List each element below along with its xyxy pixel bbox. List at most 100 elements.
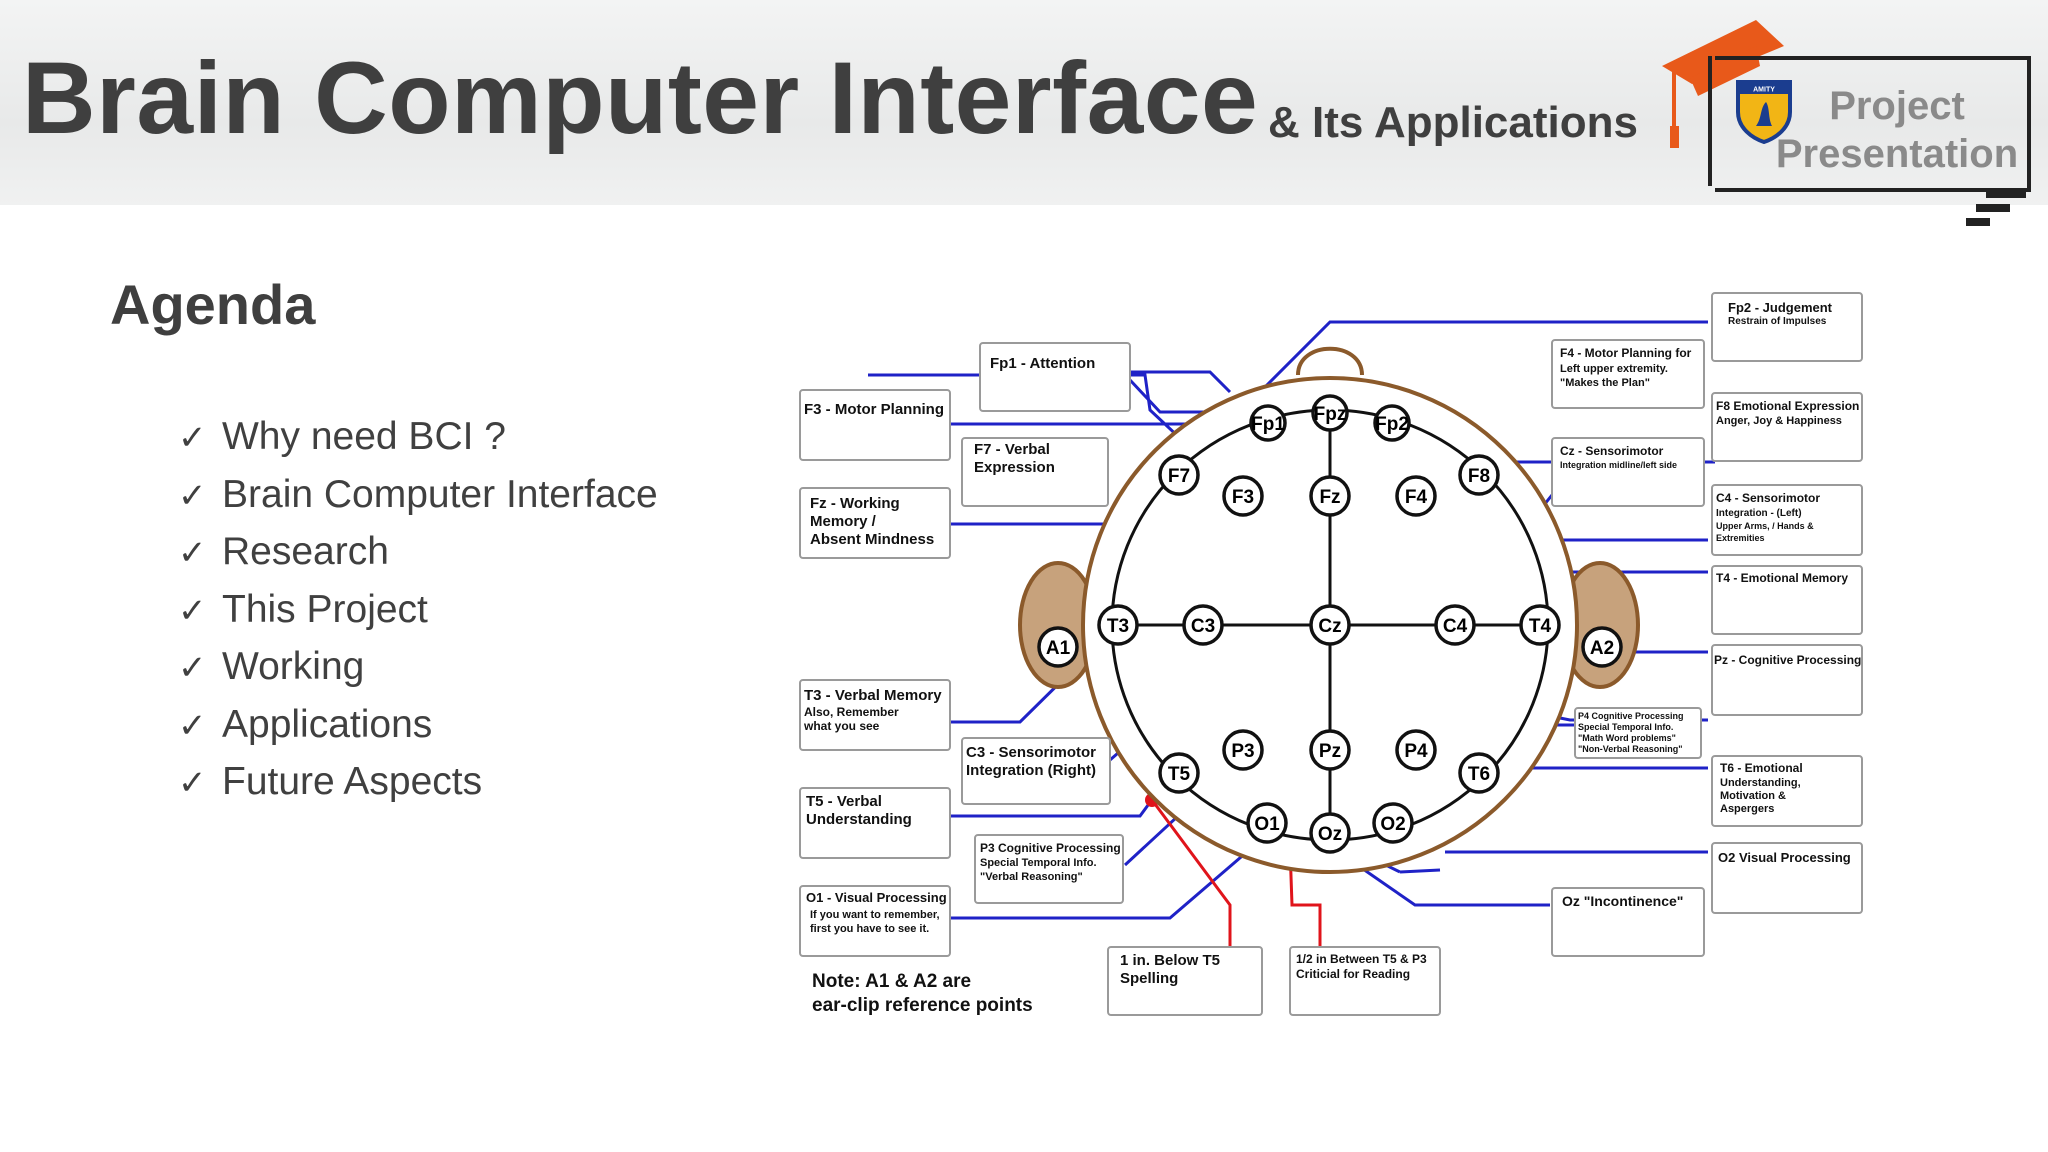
label-below-t5-1: 1 in. Below T5 (1120, 952, 1220, 969)
logo-shield-icon: AMITY (1736, 80, 1792, 144)
electrode-t6: T6 (1458, 752, 1500, 794)
bracket-left-icon (1708, 56, 1712, 186)
agenda-heading: Agenda (110, 273, 316, 336)
label-c4-2: Integration - (Left) (1716, 508, 1802, 519)
logo-text: AMITY (1753, 87, 1775, 94)
label-f7-1: F7 - Verbal (974, 441, 1050, 458)
svg-text:Oz: Oz (1318, 824, 1342, 845)
label-fz-2: Memory / (810, 513, 877, 530)
svg-text:F4: F4 (1405, 487, 1428, 508)
electrode-t4: T4 (1519, 604, 1561, 646)
label-p4-4: "Non-Verbal Reasoning" (1578, 744, 1683, 754)
check-icon: ✓ (178, 534, 207, 572)
label-fz-1: Fz - Working (810, 495, 900, 512)
label-t3-1: T3 - Verbal Memory (804, 687, 942, 704)
label-t5-1: T5 - Verbal (806, 793, 882, 810)
check-icon: ✓ (178, 591, 207, 630)
note-line-1: Note: A1 & A2 are (812, 971, 971, 992)
svg-text:Fz: Fz (1319, 487, 1340, 508)
label-o1-3: first you have to see it. (810, 923, 929, 935)
note-line-2: ear-clip reference points (812, 995, 1033, 1016)
label-f4-1: F4 - Motor Planning for (1560, 346, 1692, 360)
electrode-f4: F4 (1395, 475, 1437, 517)
svg-text:P3: P3 (1231, 741, 1254, 762)
electrode-o1: O1 (1246, 802, 1288, 844)
svg-text:T6: T6 (1468, 764, 1490, 785)
project-badge-frame (1715, 56, 2031, 192)
label-o1-2: If you want to remember, (810, 909, 940, 921)
label-t5-2: Understanding (806, 811, 912, 828)
badge-line-2: Presentation (1775, 132, 2019, 176)
electrode-fz: Fz (1309, 475, 1351, 517)
check-icon: ✓ (178, 706, 207, 745)
slide-title: Brain Computer Interface (22, 41, 1259, 155)
electrode-cz: Cz (1309, 604, 1351, 646)
svg-text:F3: F3 (1232, 487, 1254, 508)
label-o1-1: O1 - Visual Processing (806, 890, 947, 905)
label-cz-2: Integration midline/left side (1560, 460, 1677, 470)
agenda-item: ✓Why need BCI ? (178, 408, 658, 466)
label-boxes (799, 292, 1863, 1016)
svg-text:Pz: Pz (1319, 741, 1341, 762)
check-icon: ✓ (178, 649, 207, 687)
label-texts: Fp1 - Attention F3 - Motor Planning F7 -… (803, 300, 1861, 1016)
svg-text:Fp2: Fp2 (1375, 414, 1409, 435)
label-t6-3: Motivation & (1720, 790, 1786, 802)
agenda-item: ✓Working (178, 638, 658, 696)
svg-text:Fpz: Fpz (1314, 404, 1347, 425)
check-icon: ✓ (178, 476, 207, 515)
label-c4-4: Extremities (1716, 533, 1765, 543)
steps-icon (1966, 190, 2026, 226)
electrode-oz: Oz (1309, 812, 1351, 854)
svg-text:Fp1: Fp1 (1251, 414, 1285, 435)
label-c3-2: Integration (Right) (966, 762, 1096, 779)
agenda-item: ✓Applications (178, 696, 658, 754)
header-band (0, 0, 2048, 205)
label-between-1: 1/2 in Between T5 & P3 (1296, 952, 1427, 966)
label-below-t5-2: Spelling (1120, 970, 1178, 987)
label-t6-4: Aspergers (1720, 803, 1774, 815)
svg-text:T3: T3 (1107, 616, 1129, 637)
label-fp2-1: Fp2 - Judgement (1728, 300, 1833, 315)
electrodes: Fp1 Fpz Fp2 F7 F3 Fz F4 F8 T3 C3 Cz C4 T… (1037, 394, 1623, 854)
svg-text:A1: A1 (1046, 638, 1071, 659)
svg-text:T5: T5 (1168, 764, 1191, 785)
electrode-t3: T3 (1097, 604, 1139, 646)
label-c4-1: C4 - Sensorimotor (1716, 491, 1820, 505)
label-f7-2: Expression (974, 459, 1055, 476)
label-p4-2: Special Temporal Info. (1578, 722, 1673, 732)
label-p4-1: P4 Cognitive Processing (1578, 711, 1684, 721)
agenda-item: ✓Research (178, 523, 658, 581)
svg-text:A2: A2 (1590, 638, 1614, 659)
label-fz-3: Absent Mindness (810, 531, 934, 548)
electrode-t5: T5 (1158, 752, 1200, 794)
label-p3-2: Special Temporal Info. (980, 857, 1097, 869)
electrode-f3: F3 (1222, 475, 1264, 517)
label-t6-1: T6 - Emotional (1720, 761, 1803, 775)
label-cz-1: Cz - Sensorimotor (1560, 444, 1664, 458)
electrode-c3: C3 (1182, 604, 1224, 646)
label-p3-1: P3 Cognitive Processing (980, 841, 1121, 855)
label-oz: Oz "Incontinence" (1562, 893, 1683, 909)
svg-text:Cz: Cz (1318, 616, 1341, 637)
electrode-c4: C4 (1434, 604, 1476, 646)
electrode-a2: A2 (1581, 626, 1623, 668)
label-fp2-2: Restrain of Impulses (1728, 316, 1827, 327)
label-t4: T4 - Emotional Memory (1716, 571, 1848, 585)
label-o2: O2 Visual Processing (1718, 850, 1851, 865)
electrode-fp2: Fp2 (1373, 404, 1411, 442)
label-f4-3: "Makes the Plan" (1560, 377, 1650, 389)
slide-subtitle: & Its Applications (1268, 98, 1638, 147)
label-c3-1: C3 - Sensorimotor (966, 744, 1096, 761)
agenda-item: ✓This Project (178, 581, 658, 639)
svg-text:F8: F8 (1468, 466, 1490, 487)
label-f8-1: F8 Emotional Expression (1716, 399, 1859, 413)
electrode-a1: A1 (1037, 626, 1079, 668)
badge-line-1: Project (1829, 84, 1965, 128)
label-f3: F3 - Motor Planning (804, 401, 944, 418)
badge-label: Project Presentation (1772, 82, 2022, 178)
electrode-p3: P3 (1222, 729, 1264, 771)
label-f8-2: Anger, Joy & Happiness (1716, 415, 1842, 427)
agenda-list: ✓Why need BCI ? ✓Brain Computer Interfac… (178, 408, 658, 811)
